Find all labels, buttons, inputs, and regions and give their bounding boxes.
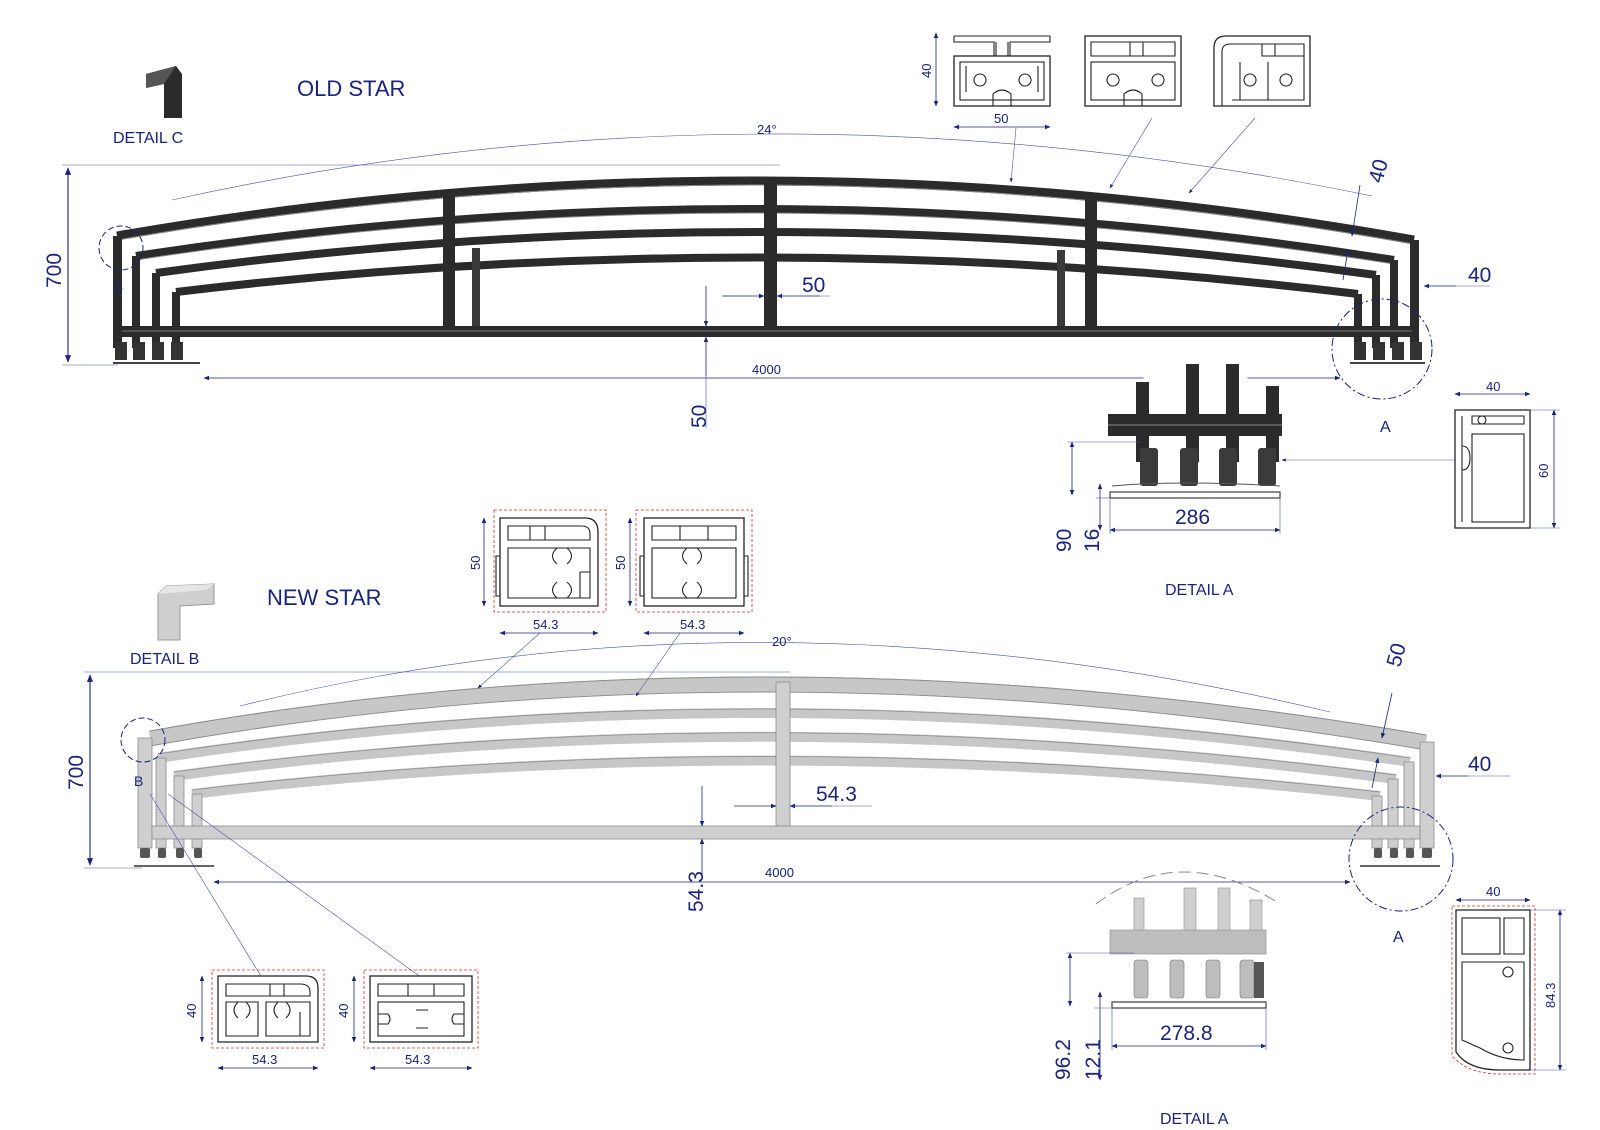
new-detail-a-drawing xyxy=(1095,871,1281,1009)
new-bottom-profile-1 xyxy=(211,969,325,1049)
old-detail-a-90: 90 xyxy=(1053,529,1076,552)
new-profile-height-label: 50 xyxy=(1383,641,1411,670)
detail-b-label: DETAIL B xyxy=(130,651,199,668)
new-star-section: NEW STAR DETAIL B 20° 700 xyxy=(65,509,1566,1128)
new-detail-a-278: 278.8 xyxy=(1160,1022,1213,1045)
new-bottom-profile-1-width: 54.3 xyxy=(252,1052,277,1067)
new-bottom-profile-2 xyxy=(363,969,479,1049)
new-angle-arc xyxy=(239,642,1331,713)
old-callout-a-circle xyxy=(1331,298,1433,400)
old-detail-a-16: 16 xyxy=(1081,529,1104,552)
detail-c-icon xyxy=(146,66,182,118)
detail-b-icon xyxy=(157,583,215,641)
new-top-profile-1 xyxy=(493,509,607,613)
old-angle-label: 24° xyxy=(757,122,777,137)
new-top-profile-2-height: 50 xyxy=(613,556,628,570)
new-side-profile-40: 40 xyxy=(1486,884,1500,899)
old-side-profile xyxy=(1454,409,1531,529)
old-callout-c-label: C xyxy=(113,278,123,294)
old-side-profile-60: 60 xyxy=(1536,464,1551,478)
detail-c-label: DETAIL C xyxy=(113,130,183,147)
old-side-profile-40: 40 xyxy=(1486,379,1500,394)
new-callout-a-label: A xyxy=(1393,929,1404,946)
new-bottom-profile-1-height: 40 xyxy=(184,1004,199,1018)
new-angle-label: 20° xyxy=(772,634,792,649)
old-profile-width-50: 50 xyxy=(994,111,1008,126)
new-side-width-label: 40 xyxy=(1468,753,1491,776)
old-star-title: OLD STAR xyxy=(297,76,405,101)
old-base-height-label: 50 xyxy=(688,405,711,428)
old-detail-a-286: 286 xyxy=(1175,506,1210,529)
old-post-width-label: 50 xyxy=(802,274,825,297)
new-star-title: NEW STAR xyxy=(267,585,381,610)
new-top-profile-1-width: 54.3 xyxy=(533,617,558,632)
old-callout-c-circle xyxy=(98,225,144,271)
old-top-profile-1 xyxy=(953,35,1051,107)
new-side-profile xyxy=(1451,905,1536,1075)
new-callout-b-circle xyxy=(120,717,166,763)
new-top-profile-2 xyxy=(635,509,753,613)
new-callout-b-label: B xyxy=(134,773,143,789)
new-base-height-label: 54.3 xyxy=(685,871,708,912)
old-top-profile-2 xyxy=(1084,35,1182,107)
old-callout-a-label: A xyxy=(1380,419,1391,436)
old-profile-height-40: 40 xyxy=(919,64,934,78)
new-detail-a-label: DETAIL A xyxy=(1160,1111,1229,1128)
new-post-width-label: 54.3 xyxy=(816,783,857,806)
new-callout-a-circle xyxy=(1348,806,1454,912)
old-detail-a-drawing xyxy=(1108,364,1282,499)
old-angle-arc xyxy=(171,133,1373,201)
old-span-label: 4000 xyxy=(752,362,781,377)
new-top-profile-1-height: 50 xyxy=(468,556,483,570)
new-detail-a-12: 12.1 xyxy=(1082,1039,1105,1080)
new-height-label: 700 xyxy=(65,755,88,790)
new-star-frame xyxy=(134,676,1440,867)
new-side-profile-84: 84.3 xyxy=(1543,983,1558,1008)
old-profile-height-label: 40 xyxy=(1365,157,1393,186)
old-height-label: 700 xyxy=(43,253,66,288)
new-span-label: 4000 xyxy=(765,865,794,880)
new-bottom-profile-2-width: 54.3 xyxy=(405,1052,430,1067)
old-top-profile-3 xyxy=(1213,35,1311,107)
old-detail-a-label: DETAIL A xyxy=(1165,582,1234,599)
old-star-frame xyxy=(113,176,1425,364)
new-bottom-profile-2-height: 40 xyxy=(336,1004,351,1018)
new-top-profile-2-width: 54.3 xyxy=(680,617,705,632)
old-star-section: OLD STAR DETAIL C 24° 700 xyxy=(43,32,1560,599)
new-detail-a-96: 96.2 xyxy=(1052,1039,1075,1080)
old-side-width-label: 40 xyxy=(1468,264,1491,287)
